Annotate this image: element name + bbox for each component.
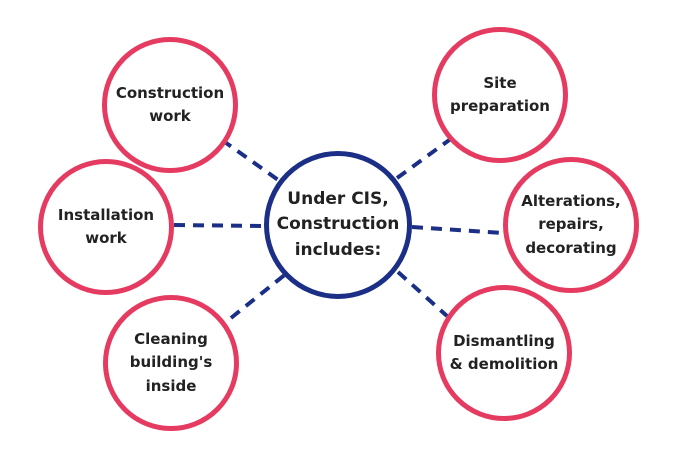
node-alterations: Alterations, repairs, decorating — [503, 157, 639, 293]
connector-construction-work — [220, 138, 283, 184]
connector-dismantling — [396, 270, 449, 318]
center-label: Under CIS, Construction includes: — [276, 188, 400, 260]
center-node: Under CIS, Construction includes: — [264, 151, 412, 299]
node-dismantling: Dismantling & demolition — [436, 285, 572, 421]
node-cleaning: Cleaning building's inside — [103, 295, 239, 431]
connector-installation-work — [173, 223, 265, 228]
node-label: Cleaning building's inside — [129, 330, 213, 395]
connector-site-preparation — [391, 136, 454, 183]
connector-alterations — [411, 225, 504, 235]
node-label: Installation work — [57, 205, 155, 247]
node-construction-work: Construction work — [102, 37, 238, 173]
node-installation-work: Installation work — [38, 159, 174, 295]
connector-cleaning — [229, 271, 289, 320]
node-label: Dismantling & demolition — [449, 331, 559, 373]
node-label: Alterations, repairs, decorating — [521, 192, 621, 257]
node-label: Site preparation — [450, 73, 550, 115]
node-label: Construction work — [115, 83, 225, 125]
node-site-preparation: Site preparation — [432, 27, 568, 163]
